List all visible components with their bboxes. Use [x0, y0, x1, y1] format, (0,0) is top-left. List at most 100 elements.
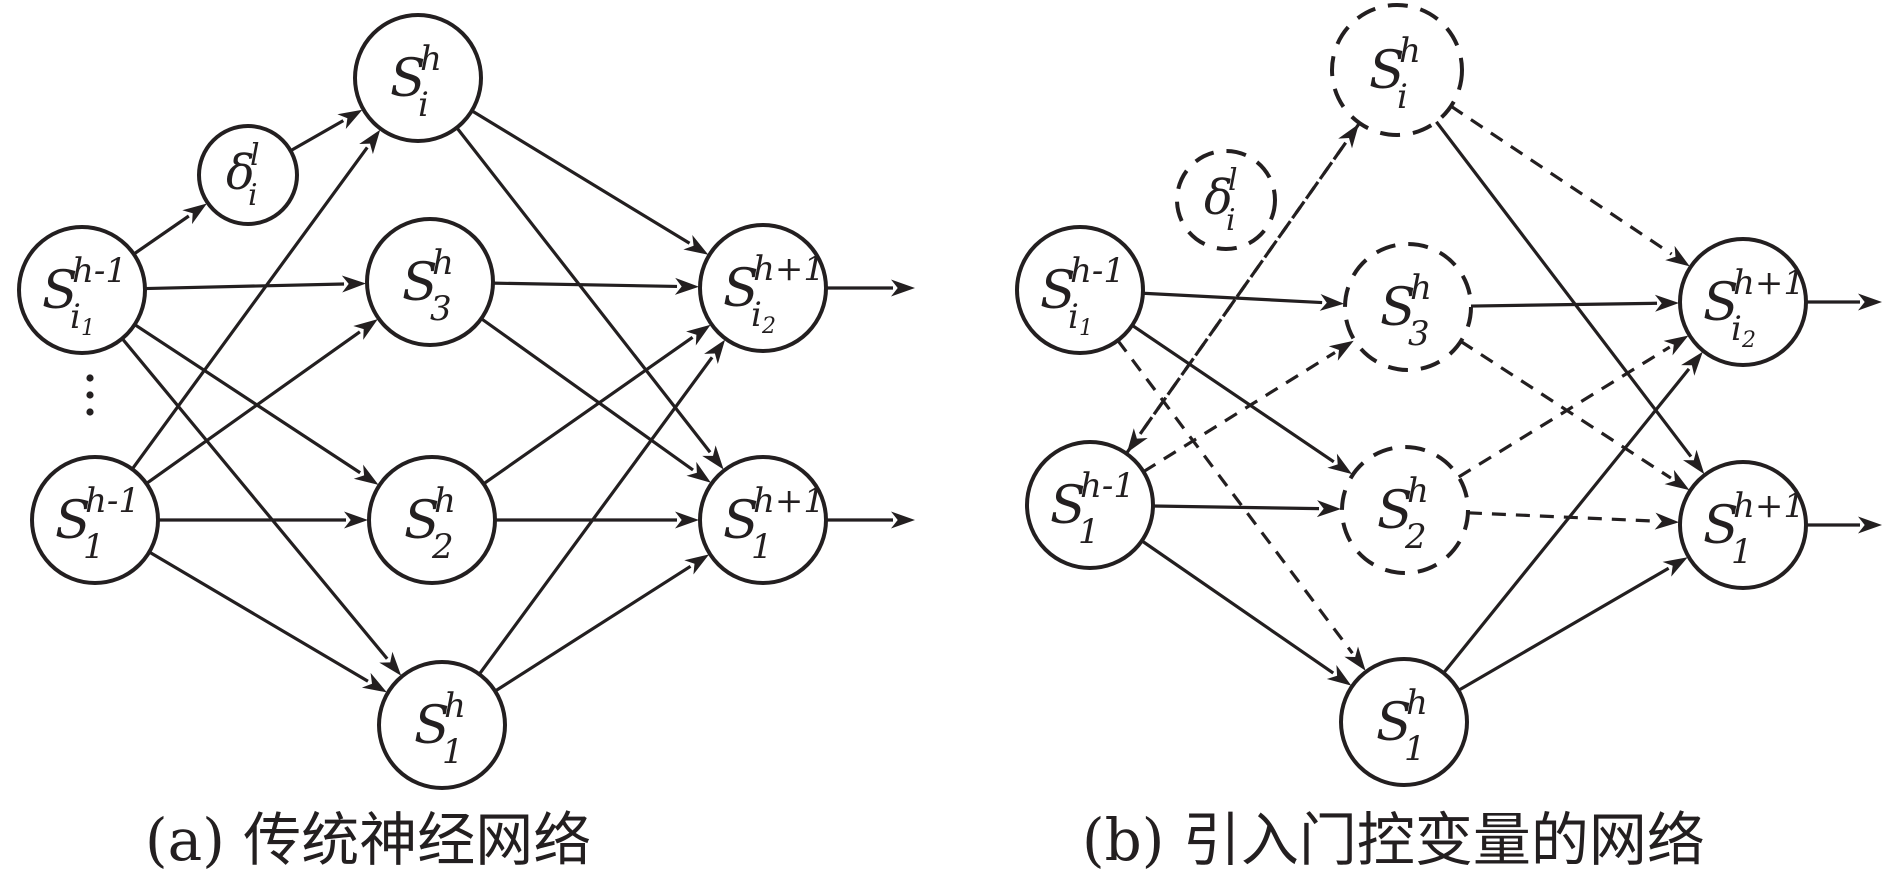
panel-a-node-h_2-sup: h [434, 481, 456, 521]
panel-a-edge-in_1-to-h_1-arrowhead [361, 672, 387, 693]
panel-a-node-h_i-circle [353, 13, 483, 143]
panel-b-edge-in_1-to-h_i-line [1125, 140, 1348, 455]
panel-a-edge-h_2-to-out_i2-arrowhead [686, 324, 711, 346]
panel-a-node-in_1-sub: 1 [83, 527, 105, 567]
panel-a-node-h_1: Sh1 [377, 660, 507, 790]
panel-a-node-out_i2-base: S [723, 259, 759, 319]
panel-b-edge-in_i1-to-h_1-line [1116, 339, 1354, 655]
panel-a-edge-h_1-to-out_1-arrowhead [684, 554, 710, 575]
panel-a-node-h_3-sup: h [432, 243, 454, 283]
panel-b-node-out_i2-sup: h+1 [1733, 263, 1805, 303]
panel-a-ellipsis-dot-1 [86, 391, 94, 399]
panel-b-edge-in_i1-to-h_3-arrowhead [1319, 294, 1345, 311]
panel-b-node-delta-circle [1175, 149, 1277, 251]
panel-b-node-h_3-label: Sh3 [1380, 268, 1432, 354]
caption-a: (a) 传统神经网络 [145, 806, 591, 874]
panel-a-output-arrow-out_1-arrowhead [891, 511, 915, 529]
panel-a-node-h_i-sup: h [420, 39, 442, 79]
panel-a-edge-h_3-to-out_1-line [480, 317, 694, 472]
edges-layer [120, 104, 1882, 693]
panel-a-edge-in_i1-to-h_3 [144, 275, 366, 293]
panel-b-node-out_i2-circle [1678, 237, 1808, 367]
panel-b-edge-h_3-to-out_1-arrowhead [1664, 469, 1690, 491]
panel-a-node-in_i1-circle [17, 225, 147, 355]
panel-b-node-h_3-sub: 3 [1408, 314, 1430, 354]
panel-a-edge-h_3-to-out_i2-line [492, 281, 678, 289]
panel-a-node-in_i1-sup: h-1 [72, 251, 127, 291]
panel-a-output-arrow-out_i2-arrowhead [891, 279, 915, 297]
panel-b-node-in_i1-circle [1015, 225, 1145, 355]
panel-a-node-in_i1-base: S [42, 261, 78, 321]
panel-a-node-delta-base: δ [226, 145, 255, 201]
panel-a-edge-h_2-to-out_i2-line [482, 336, 694, 486]
panel-b-node-in_i1-sub: i [1068, 297, 1079, 337]
panel-a-node-h_2-sub: 2 [431, 527, 454, 567]
panel-b-node-h_i-base: S [1369, 41, 1405, 101]
panel-a-node-in_i1-subsub: 1 [81, 316, 95, 341]
panel-a-edge-in_i1-to-h_2-arrowhead [353, 464, 379, 485]
panel-a-node-h_1-circle [377, 660, 507, 790]
panel-b-node-h_3: Sh3 [1343, 242, 1473, 372]
panel-a-edge-h_3-to-out_1-arrowhead [686, 461, 711, 483]
panel-a-node-h_1-sub: 1 [442, 732, 464, 772]
panel-a-node-out_i2-circle [698, 223, 828, 353]
panel-b-edge-h_i-to-out_i2 [1450, 104, 1690, 267]
panel-a-node-h_3-circle [365, 217, 495, 347]
panel-b-edge-in_i1-to-h_1-arrowhead [1344, 646, 1366, 671]
panel-a-node-delta-label: δli [226, 138, 260, 213]
panel-b-edge-h_2-to-out_1 [1467, 511, 1680, 530]
panel-b-edge-h_i-to-in_1-line [1138, 122, 1361, 436]
panel-a-edge-h_i-to-out_1-arrowhead [702, 445, 724, 470]
panel-a-edge-delta-to-h_i-line [289, 119, 345, 153]
panel-b-edge-h_3-to-out_i2-line [1470, 301, 1658, 308]
panel-a-edge-in_i1-to-h_3-line [144, 282, 345, 291]
panel-a-edge-h_i-to-out_1-line [455, 126, 712, 454]
panel-a-node-h_i: Shi [353, 13, 483, 143]
panel-b-node-out_1-circle [1678, 460, 1808, 590]
panel-b-node-out_i2-base: S [1703, 273, 1739, 333]
panel-a-node-in_1-base: S [55, 491, 91, 551]
panel-a-node-out_1-base: S [723, 491, 759, 551]
panel-b-edge-in_1-to-h_3-line [1142, 351, 1336, 474]
panel-b-node-in_1-base: S [1050, 476, 1086, 536]
panel-b-node-out_1-sup: h+1 [1733, 486, 1805, 526]
panel-b-edge-h_2-to-out_i2 [1457, 335, 1689, 479]
panel-b-node-h_1-sub: 1 [1404, 729, 1426, 769]
panel-a-edge-in_1-to-h_3-line [145, 330, 361, 485]
panel-a-edge-h_i-to-out_i2 [470, 109, 709, 255]
panel-b-edge-h_2-to-out_1-line [1467, 511, 1658, 523]
panel-b-edge-in_i1-to-h_1 [1116, 339, 1366, 671]
panel-b-node-h_i-label: Shi [1369, 31, 1421, 117]
panel-a-node-h_2: Sh2 [367, 455, 497, 585]
panel-b-node-delta-label: δli [1204, 163, 1238, 238]
panel-a-node-h_1-label: Sh1 [414, 686, 466, 772]
panel-b-node-out_1-label: Sh+11 [1703, 486, 1805, 572]
panel-a-node-out_1-circle [698, 455, 828, 585]
panel-b-node-h_1-label: Sh1 [1376, 683, 1428, 769]
panel-b-output-arrow-out_1-arrowhead [1858, 516, 1882, 534]
panel-a-node-h_1-sup: h [444, 686, 466, 726]
panel-b-edge-h_i-to-out_i2-arrowhead [1665, 245, 1690, 267]
panel-b-edge-h_i-to-out_1 [1435, 120, 1705, 475]
panel-a-edge-delta-to-h_i [289, 109, 363, 153]
panel-b-node-in_1: Sh-11 [1025, 440, 1155, 570]
panel-a-edge-in_1-to-h_2-arrowhead [344, 511, 368, 529]
panel-a-edge-h_3-to-out_i2 [492, 277, 699, 295]
panel-a-edge-h_1-to-out_i2-line [478, 356, 714, 676]
panel-a-vertical-ellipsis [86, 374, 94, 416]
panel-b-node-h_1-circle [1339, 657, 1469, 787]
panel-a-node-out_i2-sub: i [751, 295, 762, 335]
panel-a-node-out_1-sub: 1 [751, 527, 773, 567]
panel-a-ellipsis-dot-0 [86, 374, 94, 382]
panel-a-edge-in_i1-to-h_2-line [133, 323, 362, 475]
panel-a-node-out_i2-sup: h+1 [753, 249, 825, 289]
panel-b-node-out_1-base: S [1703, 496, 1739, 556]
caption-b: (b) 引入门控变量的网络 [1082, 806, 1705, 874]
panel-b-edge-h_1-to-out_i2-arrowhead [1681, 351, 1703, 376]
panel-b-node-in_i1-base: S [1040, 261, 1076, 321]
